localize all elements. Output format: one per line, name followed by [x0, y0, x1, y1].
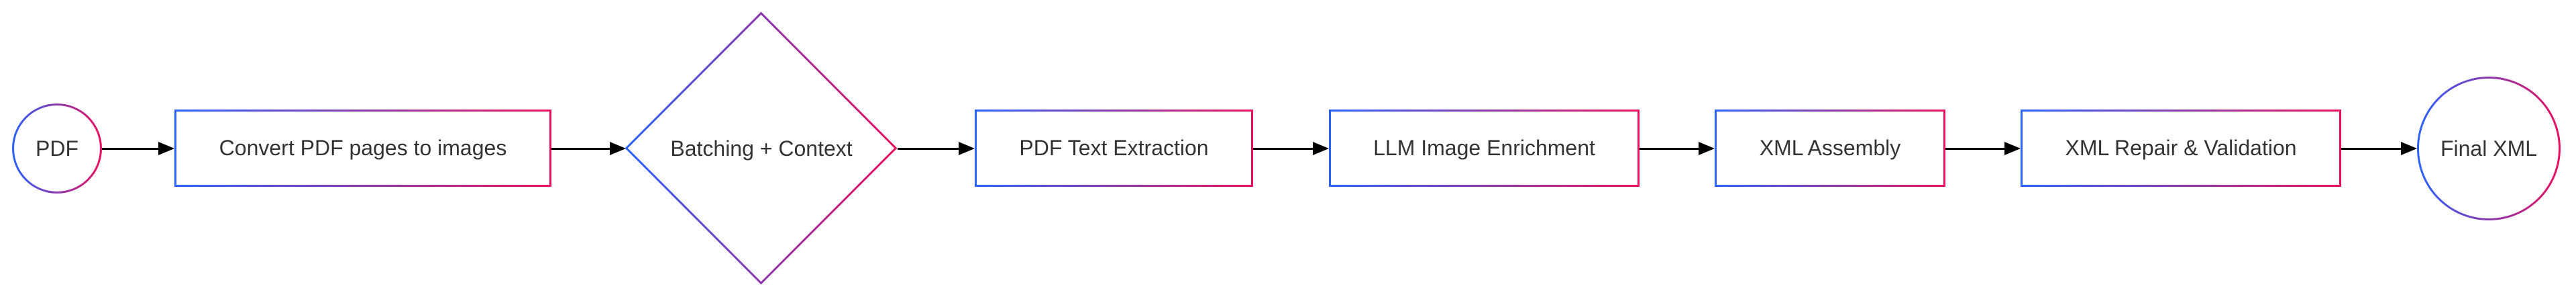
arrowhead-icon	[1699, 142, 1715, 155]
node-convert-label: Convert PDF pages to images	[219, 136, 507, 161]
arrowhead-icon	[2004, 142, 2021, 155]
node-batching-label: Batching + Context	[670, 136, 853, 161]
arrow-assembly-to-repair	[1945, 142, 2021, 155]
arrow-line	[551, 147, 610, 150]
arrow-line	[1253, 147, 1313, 150]
arrowhead-icon	[158, 142, 174, 155]
arrow-pdf-to-convert	[102, 142, 174, 155]
node-enrich-label: LLM Image Enrichment	[1373, 136, 1595, 161]
node-final-label: Final XML	[2440, 136, 2538, 161]
node-repair: XML Repair & Validation	[2021, 110, 2341, 187]
arrowhead-icon	[1313, 142, 1329, 155]
node-assembly-label: XML Assembly	[1759, 136, 1901, 161]
arrow-extract-to-enrich	[1253, 142, 1329, 155]
node-pdf: PDF	[12, 103, 102, 194]
arrow-line	[898, 147, 959, 150]
node-extract: PDF Text Extraction	[975, 110, 1253, 187]
node-pdf-label: PDF	[36, 136, 78, 161]
arrowhead-icon	[610, 142, 626, 155]
arrow-convert-to-batching	[551, 142, 626, 155]
node-batching: Batching + Context	[627, 135, 896, 162]
node-repair-label: XML Repair & Validation	[2065, 136, 2297, 161]
arrow-enrich-to-assembly	[1640, 142, 1715, 155]
arrowhead-icon	[2401, 142, 2417, 155]
arrow-line	[1640, 147, 1699, 150]
node-convert: Convert PDF pages to images	[174, 110, 551, 187]
node-assembly: XML Assembly	[1715, 110, 1945, 187]
arrow-line	[1945, 147, 2004, 150]
arrow-line	[102, 147, 158, 150]
arrow-repair-to-final	[2341, 142, 2417, 155]
node-final: Final XML	[2417, 77, 2561, 220]
arrow-batching-to-extract	[898, 142, 975, 155]
node-extract-label: PDF Text Extraction	[1019, 136, 1209, 161]
arrow-line	[2341, 147, 2401, 150]
arrowhead-icon	[959, 142, 975, 155]
node-enrich: LLM Image Enrichment	[1329, 110, 1640, 187]
